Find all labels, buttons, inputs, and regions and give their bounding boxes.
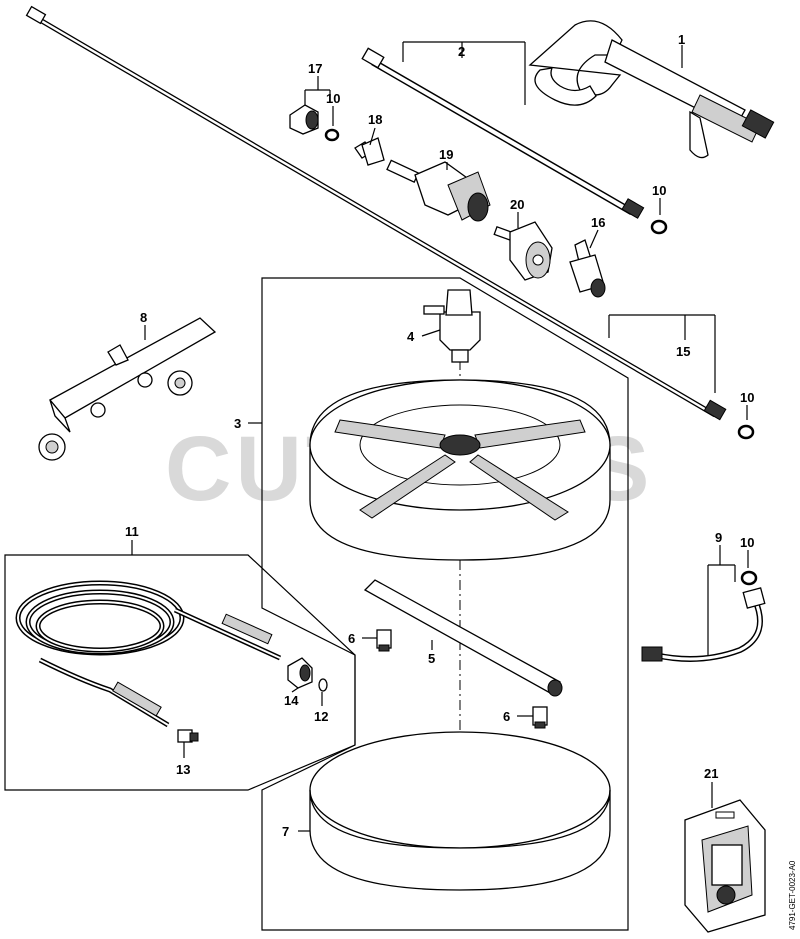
callout-19: 19 (439, 147, 453, 162)
callout-10d: 10 (740, 535, 754, 550)
rotary-nozzle-part-19 (386, 159, 491, 222)
o-ring-10b (650, 219, 668, 235)
callout-5: 5 (428, 651, 435, 666)
callout-4: 4 (407, 329, 415, 344)
jet-nozzle-6a (376, 629, 392, 652)
callout-13: 13 (176, 762, 190, 777)
drawing-code: 4791-GET-0023-A0 (788, 860, 797, 930)
callout-3: 3 (234, 416, 241, 431)
callout-10c: 10 (740, 390, 754, 405)
blister-pack-part-21 (684, 799, 766, 933)
nozzle-part-17 (289, 104, 319, 135)
callout-9: 9 (715, 530, 722, 545)
nozzle-part-20 (493, 221, 553, 281)
brush-ring-part-7 (309, 731, 611, 891)
callout-11: 11 (125, 524, 139, 539)
o-ring-10c (737, 424, 755, 440)
callout-7: 7 (282, 824, 289, 839)
callout-6b: 6 (503, 709, 510, 724)
callout-17: 17 (308, 61, 322, 76)
callout-6a: 6 (348, 631, 355, 646)
hose-extension-part-9 (641, 587, 766, 662)
callout-1: 1 (678, 32, 685, 47)
o-ring-10d (740, 570, 758, 586)
long-lance-part (25, 5, 727, 421)
callout-2: 2 (458, 44, 465, 59)
surface-cleaner-disc-part-3 (309, 379, 611, 561)
callout-labels: 1 2 3 4 5 6 6 7 8 9 10 10 10 10 11 12 13… (125, 32, 754, 839)
spray-bar-part-5 (363, 579, 563, 697)
callout-8: 8 (140, 310, 147, 325)
jet-nozzle-6b (532, 706, 548, 729)
undercarriage-cleaner-part-8 (38, 317, 217, 461)
fitting-part-13 (177, 729, 199, 743)
callout-10a: 10 (326, 91, 340, 106)
adapter-part-16 (569, 239, 606, 298)
callout-21: 21 (704, 766, 718, 781)
surface-cleaner-group-border (261, 277, 629, 931)
callout-15: 15 (676, 344, 690, 359)
swivel-part-4 (423, 289, 481, 363)
hose-group-border (4, 554, 356, 791)
nozzle-part-18 (354, 137, 385, 166)
hose-part-11 (15, 580, 282, 728)
fitting-part-14 (287, 657, 313, 689)
callout-10b: 10 (652, 183, 666, 198)
callout-12: 12 (314, 709, 328, 724)
o-ring-10a (324, 128, 340, 142)
callout-14: 14 (284, 693, 299, 708)
callout-20: 20 (510, 197, 524, 212)
callout-18: 18 (368, 112, 382, 127)
leader-lines (131, 41, 749, 832)
callout-16: 16 (591, 215, 605, 230)
short-lance-part (361, 47, 645, 219)
spray-gun-part (528, 20, 775, 159)
o-ring-12 (318, 678, 328, 692)
